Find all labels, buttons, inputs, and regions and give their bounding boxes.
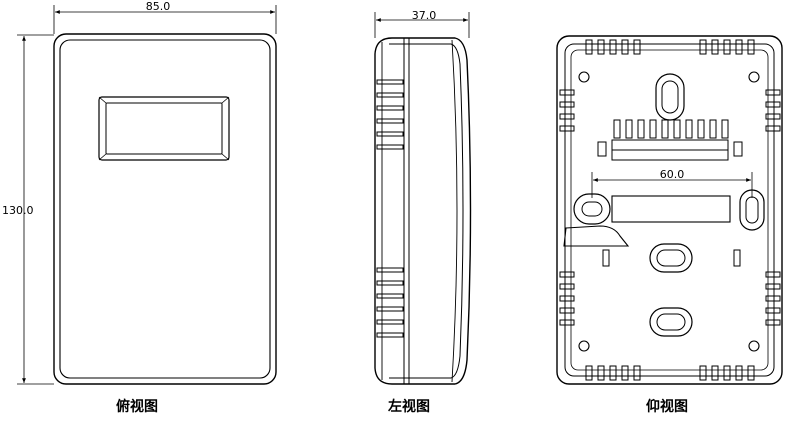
cable-channel <box>563 195 731 247</box>
bottom-mounting-hole <box>649 307 693 337</box>
height-dimension: 130.0 <box>2 34 54 385</box>
side-inner-contour <box>389 43 464 379</box>
front-view: 85.0 130.0 <box>2 0 277 385</box>
back-vent-tabs-bottom <box>585 365 755 381</box>
back-inner-rim <box>564 43 775 377</box>
back-view: 60.0 <box>556 35 783 385</box>
depth-value: 37.0 <box>412 9 437 22</box>
terminal-block <box>597 119 743 161</box>
display-window-frame <box>98 96 230 161</box>
mount-spacing-dimension: 60.0 <box>591 168 753 198</box>
right-mounting-slot <box>739 189 765 231</box>
depth-dimension: 37.0 <box>374 9 470 38</box>
back-small-slots <box>602 249 741 267</box>
back-vent-tabs-right <box>765 89 781 326</box>
back-vent-tabs-left <box>559 89 575 326</box>
front-housing-outline <box>53 33 277 385</box>
width-value: 85.0 <box>146 0 171 13</box>
top-mounting-slot <box>655 73 685 121</box>
back-housing-outline <box>556 35 783 385</box>
front-cover-inner-outline <box>59 39 271 379</box>
back-vent-tabs-top <box>585 39 755 55</box>
side-view: 37.0 <box>374 9 472 385</box>
side-view-label: 左视图 <box>388 399 430 415</box>
height-value: 130.0 <box>2 204 34 217</box>
side-vent-slots-lower <box>376 267 404 338</box>
left-mounting-slot <box>573 193 611 225</box>
back-plate-outline <box>570 49 769 371</box>
side-vent-slots-upper <box>376 79 404 150</box>
front-view-label: 俯视图 <box>116 399 158 415</box>
side-housing-outline <box>374 37 472 385</box>
lcd-display-screen <box>105 102 223 155</box>
mount-spacing-value: 60.0 <box>660 168 685 181</box>
back-view-label: 仰视图 <box>646 399 688 415</box>
center-mounting-hole <box>649 243 693 273</box>
corner-screw-holes <box>578 71 760 352</box>
width-dimension: 85.0 <box>53 0 277 34</box>
